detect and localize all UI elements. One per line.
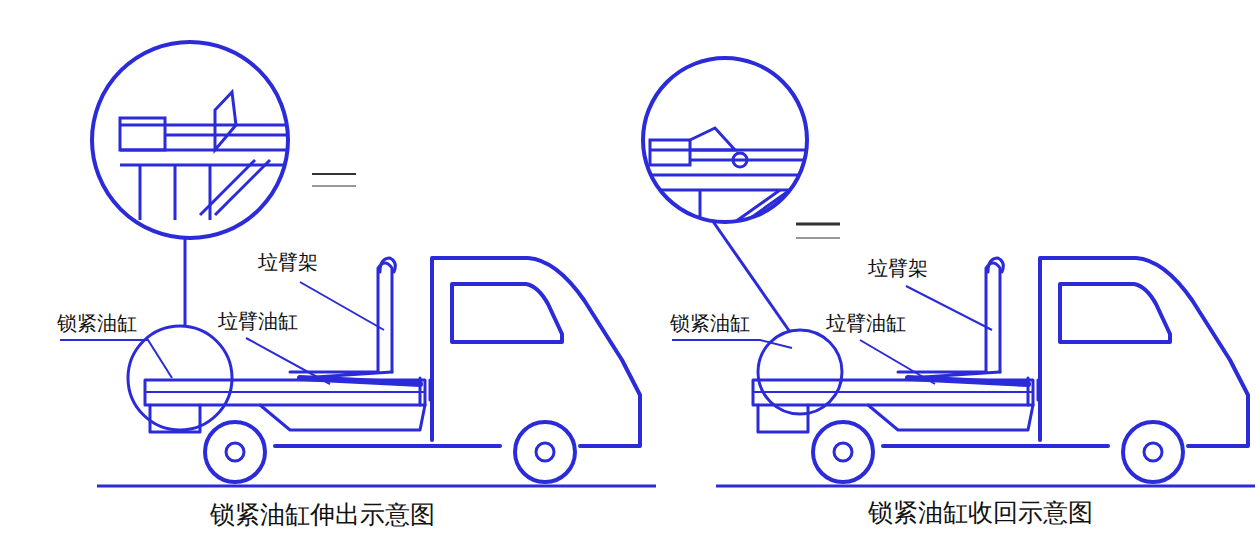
lock-cylinder-detail bbox=[92, 42, 842, 430]
part-label: 锁紧油缸 bbox=[668, 311, 752, 335]
part-label: 垃臂油缸 bbox=[824, 311, 908, 335]
figure-caption: 锁紧油缸收回示意图 bbox=[866, 498, 1095, 528]
part-label: 垃臂油缸 bbox=[216, 309, 300, 333]
truck-body bbox=[753, 258, 1248, 482]
figure-caption: 锁紧油缸伸出示意图 bbox=[208, 500, 437, 530]
part-label: 垃臂架 bbox=[866, 256, 930, 280]
part-label: 锁紧油缸 bbox=[55, 311, 139, 335]
truck-body bbox=[145, 258, 640, 482]
leader-line bbox=[60, 282, 992, 384]
ground-line bbox=[97, 485, 656, 488]
part-label: 垃臂架 bbox=[256, 250, 320, 274]
ground-line bbox=[716, 485, 1255, 488]
